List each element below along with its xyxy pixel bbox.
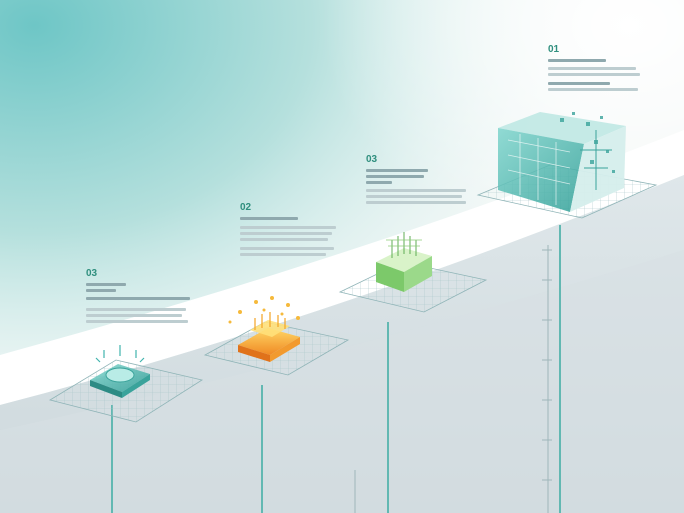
text-line: [240, 217, 298, 220]
text-line: [366, 169, 428, 172]
text-line: [366, 175, 424, 178]
text-line: [366, 189, 466, 192]
platform-4: [476, 112, 658, 219]
text-line: [86, 297, 190, 300]
text-line: [240, 226, 336, 229]
plant-cube-icon: [376, 232, 432, 292]
platform-2: [203, 296, 350, 376]
text-line: [86, 320, 188, 323]
step-number: 01: [548, 44, 560, 55]
step-block-1: 03: [86, 268, 196, 323]
text-line: [548, 73, 640, 76]
step-number: 03: [86, 268, 98, 279]
text-line: [240, 238, 328, 241]
text-line: [240, 253, 326, 256]
text-line: [86, 308, 186, 311]
server-cube-icon: [498, 112, 626, 212]
step-block-3: 03: [366, 154, 470, 204]
poles: [111, 225, 561, 513]
text-line: [240, 232, 332, 235]
step-number: 02: [240, 202, 252, 213]
text-line: [548, 67, 636, 70]
platform-1: [48, 345, 204, 423]
text-line: [548, 59, 606, 62]
text-line: [366, 195, 462, 198]
text-line: [366, 181, 392, 184]
text-line: [86, 289, 116, 292]
text-line: [240, 247, 334, 250]
water-drop-device-icon: [90, 345, 150, 398]
text-line: [86, 314, 182, 317]
text-line: [548, 88, 638, 91]
text-line: [86, 283, 126, 286]
platform-3: [338, 232, 488, 313]
step-block-2: 02: [240, 202, 340, 256]
sprouting-chip-icon: [228, 296, 300, 362]
text-line: [366, 201, 466, 204]
step-number: 03: [366, 154, 378, 165]
text-line: [548, 82, 610, 85]
scale-ticks: [354, 245, 552, 513]
step-block-4: 01: [548, 44, 644, 91]
